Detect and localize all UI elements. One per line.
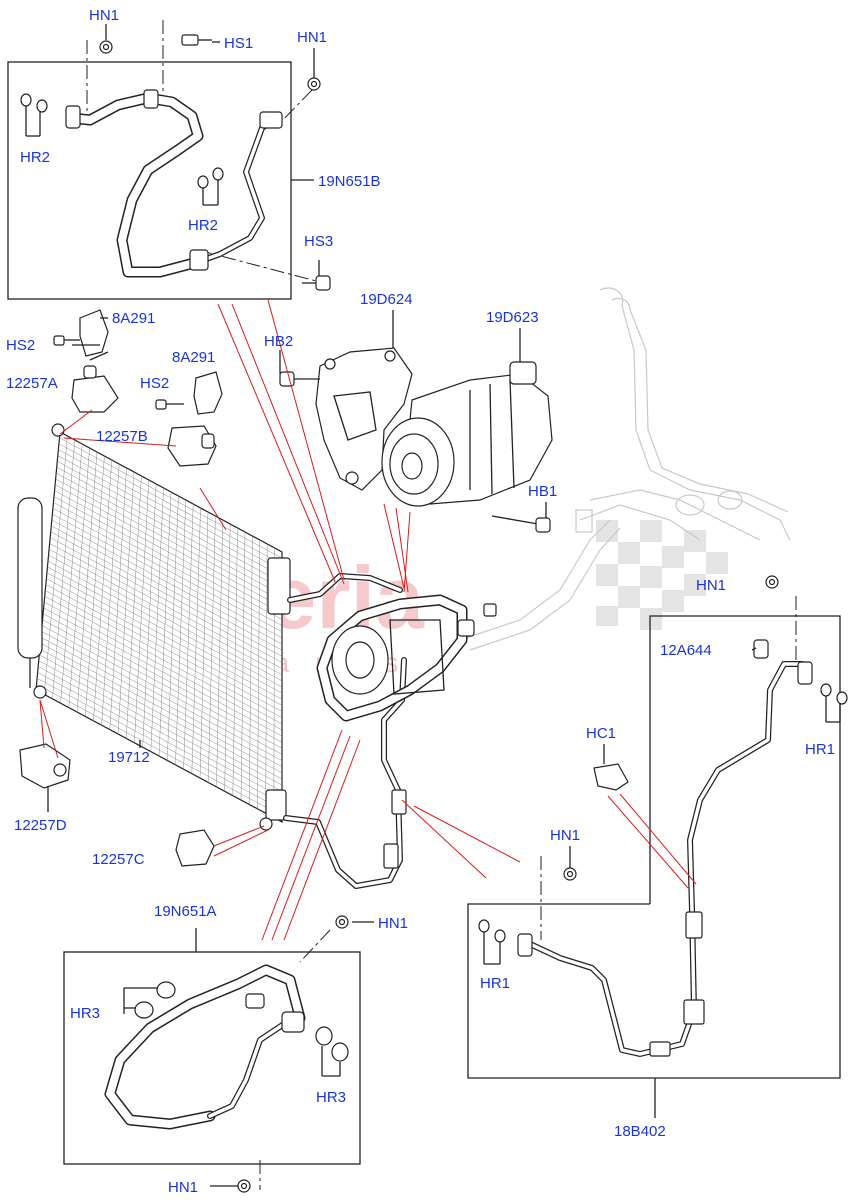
label-hr3-right: HR3 <box>316 1089 346 1106</box>
black-leaders <box>47 24 757 868</box>
checkered-flag-graphic <box>596 520 728 630</box>
discharge-pipe-18b402 <box>517 661 813 1057</box>
hr3-left-o-rings-icon <box>123 981 176 1019</box>
label-hr3-left: HR3 <box>70 1005 100 1022</box>
suction-hose-19n651b <box>65 89 283 278</box>
label-hr2-left: HR2 <box>20 149 50 166</box>
label-hn1-top: HN1 <box>89 7 119 24</box>
label-12257b: 12257B <box>96 428 148 445</box>
label-hr1-left: HR1 <box>480 975 510 992</box>
label-hr2-mid: HR2 <box>188 217 218 234</box>
hr2-mid-o-rings-icon <box>197 167 224 206</box>
label-hs2-2: HS2 <box>140 375 169 392</box>
label-hn1-mid: HN1 <box>550 827 580 844</box>
condenser-19712 <box>17 423 291 831</box>
hr1-left-o-rings-icon <box>478 919 506 965</box>
label-18b402: 18B402 <box>614 1123 666 1140</box>
bracket-12257c <box>175 829 215 867</box>
bracket-12257d <box>19 743 71 789</box>
hn1-nut-top-icon <box>99 40 113 54</box>
installed-compressor <box>316 594 497 722</box>
label-12257a: 12257A <box>6 375 58 392</box>
hr2-left-o-rings-icon <box>20 93 48 137</box>
label-19712: 19712 <box>108 749 150 766</box>
hs3-bolt-icon <box>302 275 331 291</box>
label-19d623: 19D623 <box>486 309 539 326</box>
label-hs3: HS3 <box>304 233 333 250</box>
hn1-nut-bl-icon <box>335 915 349 929</box>
label-19d624: 19D624 <box>360 291 413 308</box>
label-12257c: 12257C <box>92 851 145 868</box>
bracket-group-mid <box>155 371 223 467</box>
hb1-bolt-icon <box>491 515 551 533</box>
hb2-bolt-icon <box>279 371 320 387</box>
hn1-nut-mid-icon <box>563 867 577 881</box>
hs1-screw-icon <box>181 34 212 46</box>
hr1-right-o-rings-icon <box>820 683 848 723</box>
label-hr1-right: HR1 <box>805 741 835 758</box>
label-hn1-bottom: HN1 <box>168 1179 198 1196</box>
hs2-screw-2-icon <box>155 399 184 410</box>
label-hs1: HS1 <box>224 35 253 52</box>
label-8a291-1: 8A291 <box>112 310 155 327</box>
label-hn1-right: HN1 <box>297 29 327 46</box>
bracket-group-left <box>53 309 119 413</box>
label-8a291-2: 8A291 <box>172 349 215 366</box>
label-hc1: HC1 <box>586 725 616 742</box>
compressor-19d623 <box>381 361 553 533</box>
label-12a644: 12A644 <box>660 642 712 659</box>
label-12257d: 12257D <box>14 817 67 834</box>
pressure-sensor-12a644-icon <box>753 639 769 659</box>
compressor-mount-19d624 <box>279 347 413 491</box>
hs2-screw-1-icon <box>53 335 80 346</box>
liquid-pipe <box>283 573 407 889</box>
hn1-nut-bottom-icon <box>237 1179 251 1193</box>
ghost-pipework <box>459 287 791 651</box>
hn1-nut-18b-icon <box>765 575 779 589</box>
box-19n651a <box>63 915 361 1193</box>
hn1-nut-right-icon <box>307 77 321 91</box>
hr3-right-o-rings-icon <box>315 1026 349 1077</box>
box-19n651b <box>7 20 331 300</box>
label-hb1: HB1 <box>528 483 557 500</box>
suction-hose-19n651a <box>104 964 306 1130</box>
label-hs2-1: HS2 <box>6 337 35 354</box>
label-hb2: HB2 <box>264 333 293 350</box>
red-leaders <box>39 299 697 941</box>
box-18b402 <box>467 575 848 1118</box>
label-19n651b: 19N651B <box>318 173 381 190</box>
label-19n651a: 19N651A <box>154 903 217 920</box>
label-hn1-bl: HN1 <box>378 915 408 932</box>
hc1-clip-icon <box>593 763 629 791</box>
callout-labels: HN1 HS1 HN1 HR2 HR2 19N651B HS3 8A291 HS… <box>6 7 835 1196</box>
label-hn1-18b: HN1 <box>696 577 726 594</box>
